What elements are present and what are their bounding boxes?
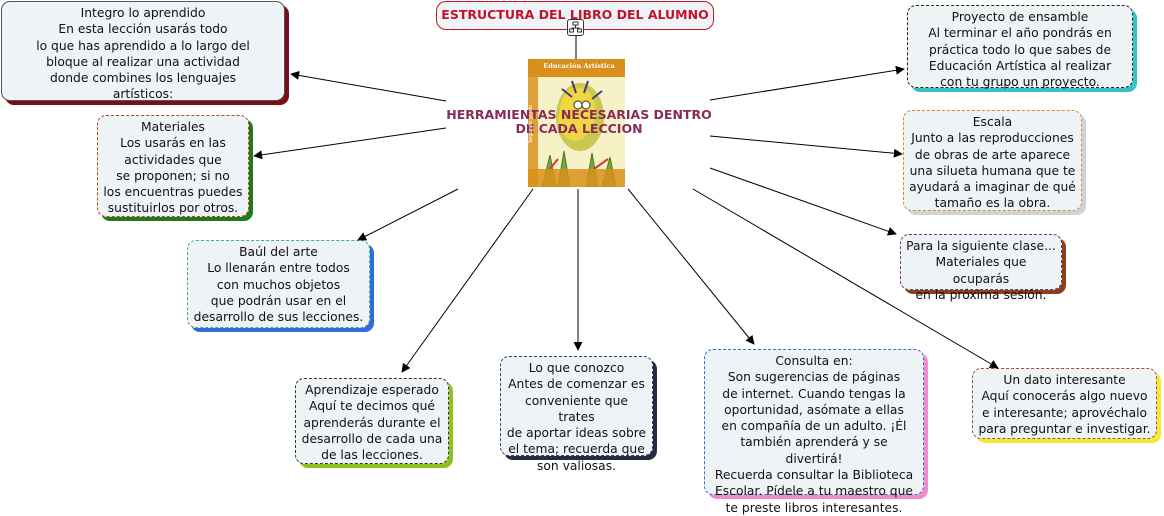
node-materiales[interactable]: Materiales Los usarás en las actividades… — [97, 115, 249, 217]
hierarchy-icon[interactable] — [567, 19, 584, 36]
node-lo-que-conozco[interactable]: Lo que conozco Antes de comenzar es conv… — [500, 356, 653, 473]
node-aprendizaje-esperado[interactable]: Aprendizaje esperado Aquí te decimos qué… — [295, 378, 449, 464]
node-escala[interactable]: Escala Junto a las reproducciones de obr… — [903, 110, 1082, 211]
central-topic[interactable]: HERRAMIENTAS NECESARIAS DENTRO DE CADA L… — [446, 107, 712, 136]
book-side-label: Segundo grado — [528, 104, 534, 144]
link-materiales — [253, 127, 447, 160]
link-dato — [692, 188, 999, 369]
link-proyecto — [709, 65, 905, 101]
link-consulta — [627, 188, 755, 345]
node-baul-del-arte[interactable]: Baúl del arte Lo llenarán entre todos co… — [187, 240, 370, 328]
link-aprendizaje — [401, 188, 534, 373]
node-integro-lo-aprendido[interactable]: Integro lo aprendido En esta lección usa… — [1, 1, 285, 101]
node-proyecto-de-ensamble[interactable]: Proyecto de ensamble Al terminar el año … — [907, 5, 1133, 89]
connector-lines — [253, 30, 999, 373]
book-cover-image — [528, 59, 625, 187]
node-dato-interesante[interactable]: Un dato interesante Aquí conocerás algo … — [972, 368, 1157, 439]
node-para-la-siguiente-clase[interactable]: Para la siguiente clase... Materiales qu… — [900, 234, 1062, 302]
link-siguiente — [709, 167, 897, 236]
link-integro — [290, 70, 447, 102]
link-baul — [357, 188, 459, 241]
link-escala — [709, 135, 903, 158]
book-title: Educación Artística — [543, 62, 615, 70]
